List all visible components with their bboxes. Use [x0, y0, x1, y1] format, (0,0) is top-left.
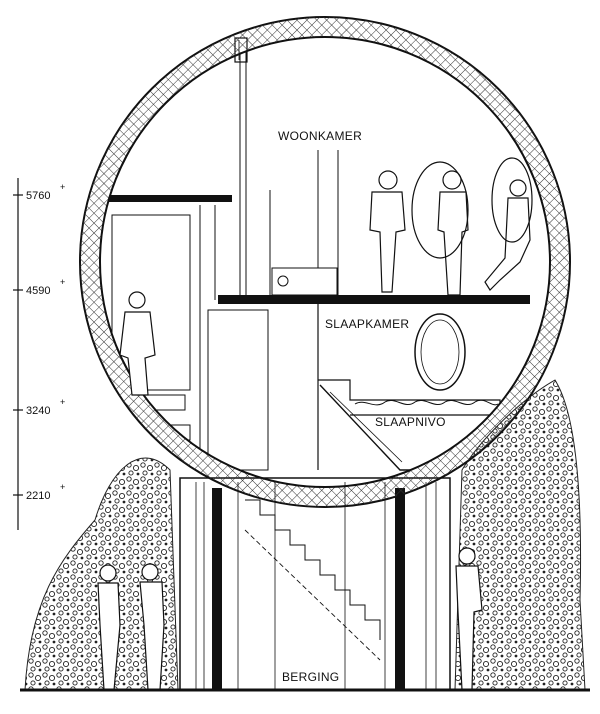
level-mark-3240: +	[60, 397, 65, 407]
level-label-2210: 2210	[26, 490, 50, 502]
level-scale: 5760 + 4590 + 3240 + 2210 +	[13, 178, 65, 530]
level-label-5760: 5760	[26, 190, 50, 202]
round-chairs	[411, 157, 533, 259]
level-label-3240: 3240	[26, 405, 50, 417]
room-label-slaapkamer: SLAAPKAMER	[325, 317, 409, 331]
sphere-interior	[100, 40, 530, 471]
room-label-woonkamer: WOONKAMER	[278, 129, 362, 143]
person-woman-upper	[437, 170, 469, 296]
level-mark-4590: +	[60, 277, 65, 287]
person-man-right	[455, 547, 483, 691]
person-man-upper	[369, 170, 406, 293]
person-seated-right	[484, 179, 531, 291]
room-label-berging: BERGING	[282, 670, 339, 684]
pedestal-shaft	[179, 477, 451, 691]
level-mark-2210: +	[60, 482, 65, 492]
sphere-shell	[79, 16, 571, 508]
person-woman-doorway	[119, 291, 156, 396]
level-label-4590: 4590	[26, 285, 50, 297]
room-label-slaapnivo: SLAAPNIVO	[375, 415, 446, 429]
vegetation-right	[454, 379, 586, 691]
level-mark-5760: +	[60, 182, 65, 192]
